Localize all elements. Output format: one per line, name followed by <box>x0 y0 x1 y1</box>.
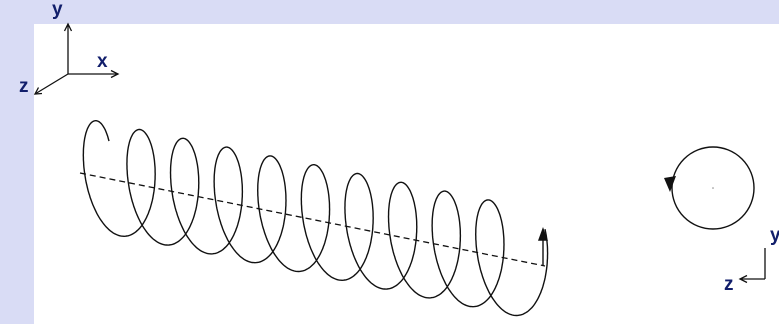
z-axis-line <box>35 74 68 94</box>
right-y-axis-label: y <box>770 226 779 245</box>
left-z-axis-label: z <box>19 77 29 96</box>
left-x-axis-label: x <box>97 52 108 71</box>
right-z-axis-label: z <box>724 275 734 294</box>
helix-curve <box>83 121 547 316</box>
circle-direction-arrowhead <box>664 176 676 192</box>
left-y-axis-label: y <box>52 0 63 19</box>
right-coordinate-axes <box>740 248 765 283</box>
end-view-circle <box>664 147 754 229</box>
